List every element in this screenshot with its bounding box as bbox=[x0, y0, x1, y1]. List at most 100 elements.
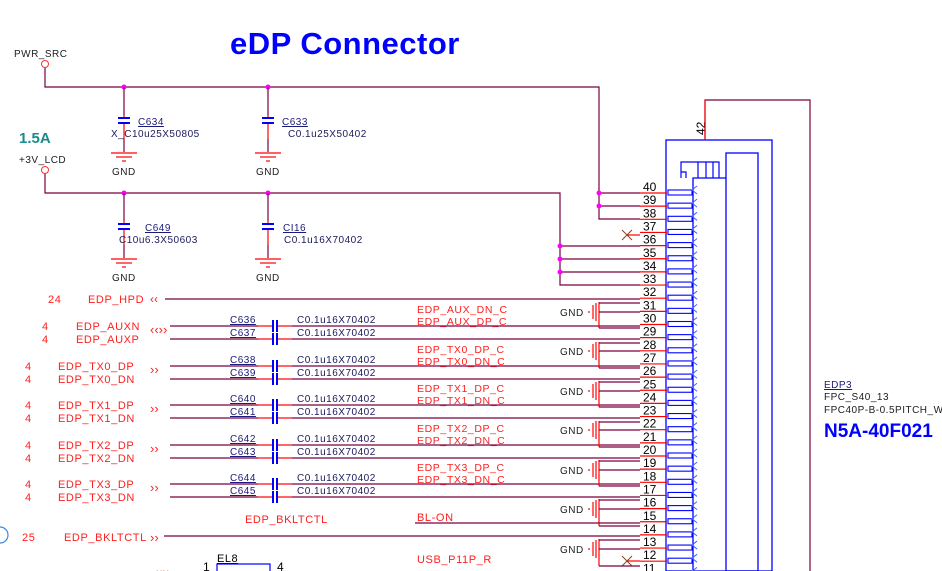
connector-latch bbox=[680, 161, 720, 178]
ferrite-ref: EL8 bbox=[217, 553, 238, 565]
signal-page-ref: 4 bbox=[25, 479, 32, 491]
pin-number: 12 bbox=[643, 548, 657, 562]
pin-chevron bbox=[691, 251, 698, 261]
current-note: 1.5A bbox=[19, 130, 51, 147]
net-label: EDP_TX0_DN_C bbox=[417, 356, 505, 368]
cap-value: C0.1u25X50402 bbox=[288, 129, 367, 140]
offpage-connector: ›› bbox=[150, 362, 159, 377]
net-label: EDP_TX1_DN_C bbox=[417, 395, 505, 407]
pin-chevron bbox=[691, 422, 698, 432]
ac-cap-ref: C642 bbox=[230, 434, 256, 445]
signal-page-ref: 4 bbox=[25, 492, 32, 504]
cap-ref: C649 bbox=[145, 223, 171, 234]
connector-outline bbox=[665, 139, 773, 571]
wire-pwr-src-38 bbox=[598, 193, 640, 220]
pin-chevron bbox=[691, 343, 698, 353]
cap-value: C0.1u16X70402 bbox=[284, 235, 363, 246]
pin-chevron bbox=[691, 330, 698, 340]
pin-number: 28 bbox=[643, 338, 657, 352]
net-label: EDP_TX2_DN_C bbox=[417, 435, 505, 447]
ac-cap-ref: C639 bbox=[230, 368, 256, 379]
ac-cap-value: C0.1u16X70402 bbox=[297, 447, 376, 458]
ac-cap-value: C0.1u16X70402 bbox=[297, 473, 376, 484]
pin-contact bbox=[667, 426, 693, 433]
pin-chevron bbox=[691, 317, 698, 326]
cap-ref: C633 bbox=[282, 117, 308, 128]
power-port-pwr-src bbox=[41, 60, 49, 68]
offpage-connector: ‹‹›› bbox=[150, 322, 167, 337]
pin-contact bbox=[667, 452, 693, 459]
pin-contact bbox=[667, 373, 693, 380]
pin-contact bbox=[667, 491, 693, 499]
pin-number: 35 bbox=[643, 246, 657, 260]
gnd-label: GND bbox=[256, 167, 280, 178]
signal-name: EDP_TX0_DP bbox=[58, 361, 134, 373]
power-port-3v-lcd bbox=[41, 166, 49, 174]
pin-number: 17 bbox=[643, 482, 657, 496]
ferrite-pin-1: 1 bbox=[203, 560, 210, 571]
pin-chevron bbox=[691, 527, 698, 537]
pin-chevron bbox=[691, 303, 698, 313]
offpage-connector: ›› bbox=[150, 401, 159, 416]
signal-name: EDP_TX2_DP bbox=[58, 440, 134, 452]
pin-number: 15 bbox=[643, 509, 657, 523]
pin-contact bbox=[667, 557, 693, 564]
edge-marker bbox=[0, 526, 9, 544]
pin-number: 18 bbox=[643, 469, 657, 483]
gnd-label: GND bbox=[112, 167, 136, 178]
pin-chevron bbox=[691, 461, 698, 471]
junctions bbox=[121, 84, 602, 275]
pin-chevron bbox=[691, 264, 698, 274]
pin-chevron bbox=[691, 540, 698, 550]
pin-number: 13 bbox=[643, 535, 657, 549]
net-label: EDP_AUX_DN_C bbox=[417, 304, 508, 316]
cap-value: X_C10u25X50805 bbox=[111, 129, 200, 140]
wire-pwr-src bbox=[44, 68, 640, 194]
connector-footprint: FPC_S40_13 bbox=[824, 392, 889, 403]
pin-number: 30 bbox=[643, 312, 657, 326]
gnd-label: GND bbox=[560, 545, 584, 556]
pin-number: 31 bbox=[643, 298, 657, 312]
ferrite-body bbox=[216, 563, 271, 571]
gnd-label: GND bbox=[560, 347, 584, 358]
pin-contact bbox=[667, 412, 693, 420]
pin-chevron bbox=[691, 225, 698, 234]
net-label: EDP_TX1_DP_C bbox=[417, 383, 505, 395]
pin-contact bbox=[667, 255, 693, 262]
pin-number-42: 42 bbox=[694, 121, 708, 135]
connector-edp3[interactable]: 42 4039383736353433323130292827262524232… bbox=[640, 121, 773, 571]
pin-contact bbox=[667, 281, 693, 288]
pin-number: 24 bbox=[643, 390, 657, 404]
pin-number: 22 bbox=[643, 417, 657, 431]
signal-name: EDP_AUXN bbox=[76, 321, 140, 333]
pin-contact bbox=[667, 189, 693, 196]
ac-cap-ref: C644 bbox=[230, 473, 256, 484]
signal-name: EDP_TX1_DN bbox=[58, 413, 135, 425]
pin-chevron bbox=[691, 435, 698, 445]
pin-contact bbox=[667, 202, 693, 209]
pin-number: 34 bbox=[643, 259, 657, 273]
pin-contact bbox=[667, 294, 693, 301]
signal-page-ref: 4 bbox=[25, 440, 32, 452]
pin-chevron bbox=[691, 566, 698, 571]
ac-cap-ref: C645 bbox=[230, 486, 256, 497]
signal-page-ref: 24 bbox=[48, 294, 61, 306]
pin-contact bbox=[667, 544, 693, 551]
net-label: EDP_AUX_DP_C bbox=[417, 316, 507, 328]
signal-page-ref: 25 bbox=[22, 532, 35, 544]
net-label: EDP_TX3_DN_C bbox=[417, 474, 505, 486]
page-title: eDP Connector bbox=[230, 26, 460, 61]
junction-dot bbox=[596, 190, 602, 196]
net-label: EDP_TX2_DP_C bbox=[417, 423, 505, 435]
pin-number: 37 bbox=[643, 219, 657, 233]
junction-dot bbox=[557, 256, 563, 262]
pin-chevron bbox=[691, 553, 698, 563]
pin-chevron bbox=[691, 501, 698, 510]
pin-number: 23 bbox=[643, 404, 657, 418]
pin-chevron bbox=[691, 185, 698, 195]
signal-page-ref: 4 bbox=[25, 413, 32, 425]
pin-number: 36 bbox=[643, 233, 657, 247]
pin-contact bbox=[667, 334, 693, 341]
